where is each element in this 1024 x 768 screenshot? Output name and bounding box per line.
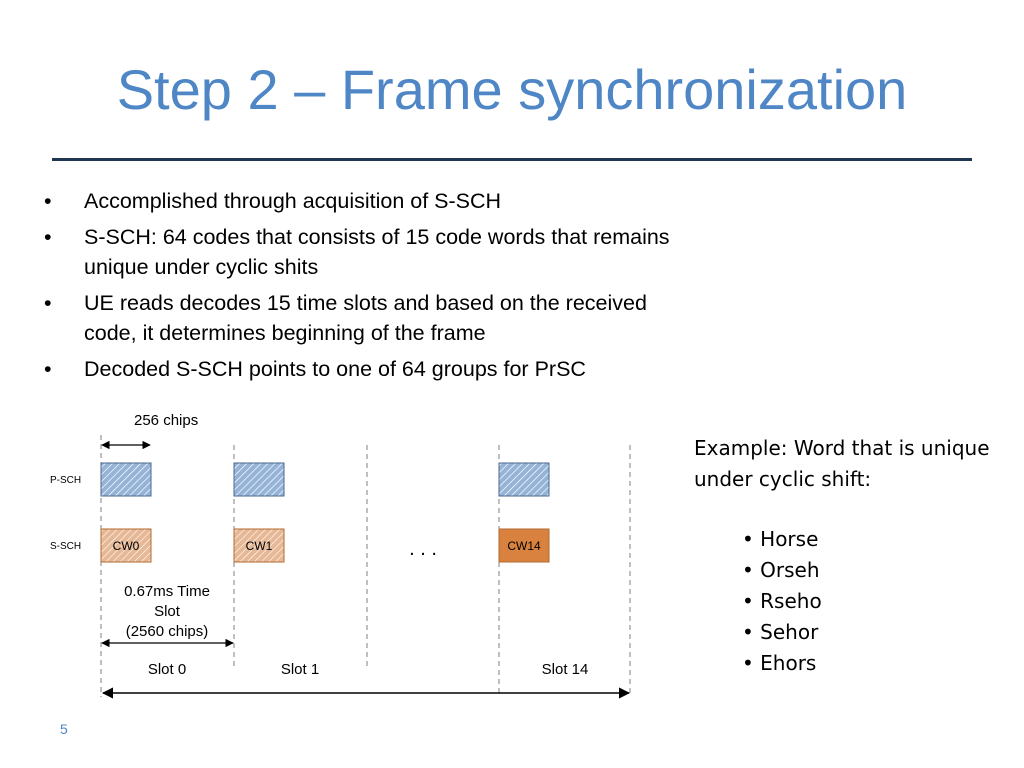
row-label-psch: P-SCH bbox=[50, 475, 81, 486]
page-number: 5 bbox=[60, 721, 68, 737]
ellipsis: . . . bbox=[409, 538, 437, 560]
word-text: Orseh bbox=[760, 558, 820, 582]
word-text: Sehor bbox=[760, 620, 819, 644]
bullet-marker: • bbox=[44, 189, 52, 213]
word-bullet: • bbox=[742, 620, 754, 644]
ssch-block-cw1 bbox=[233, 528, 285, 563]
bullet-item: • S-SCH: 64 codes that consists of 15 cod… bbox=[44, 222, 704, 282]
example-box: Example: Word that is unique under cycli… bbox=[694, 433, 994, 679]
slide-title: Step 2 – Frame synchronization bbox=[116, 58, 908, 121]
bullet-marker: • bbox=[44, 291, 52, 315]
slot-label: Slot 14 bbox=[542, 661, 589, 678]
slot-label: Slot 0 bbox=[148, 661, 186, 678]
codeword-label: CW0 bbox=[113, 539, 140, 553]
word-text: Ehors bbox=[760, 651, 817, 675]
bullet-item: • Decoded S-SCH points to one of 64 group… bbox=[44, 354, 704, 384]
bullet-text: S-SCH: 64 codes that consists of 15 code… bbox=[84, 225, 670, 279]
bullet-item: • UE reads decodes 15 time slots and base… bbox=[44, 288, 704, 348]
example-word: • Ehors bbox=[742, 648, 994, 679]
codeword-label: CW1 bbox=[246, 539, 273, 553]
row-label-ssch: S-SCH bbox=[50, 541, 81, 552]
bullet-item: • Accomplished through acquisition of S-S… bbox=[44, 186, 704, 216]
example-word: • Orseh bbox=[742, 555, 994, 586]
chips-label: 256 chips bbox=[134, 412, 198, 429]
sync-channel-diagram: 256 chips P-SCH S-SCH CW0 CW1 CW14 . . .… bbox=[50, 412, 631, 699]
bullet-list: • Accomplished through acquisition of S-S… bbox=[44, 186, 704, 390]
word-bullet: • bbox=[742, 651, 754, 675]
example-heading: Example: Word that is unique under cycli… bbox=[694, 436, 990, 491]
slot-time-label: Slot bbox=[154, 603, 181, 620]
bullet-text: UE reads decodes 15 time slots and based… bbox=[84, 291, 647, 345]
psch-block bbox=[100, 462, 152, 497]
slot-time-label: 0.67ms Time bbox=[124, 583, 210, 600]
word-bullet: • bbox=[742, 589, 754, 613]
word-text: Horse bbox=[760, 527, 819, 551]
example-word: • Sehor bbox=[742, 617, 994, 648]
codeword-label: CW14 bbox=[507, 539, 541, 553]
bullet-text: Decoded S-SCH points to one of 64 groups… bbox=[84, 357, 586, 381]
slot-label: Slot 1 bbox=[281, 661, 319, 678]
ssch-block-cw14 bbox=[498, 528, 550, 563]
bullet-marker: • bbox=[44, 357, 52, 381]
example-word: • Rseho bbox=[742, 586, 994, 617]
slot-time-label: (2560 chips) bbox=[126, 623, 209, 640]
example-word: • Horse bbox=[742, 524, 994, 555]
example-word-list: • Horse • Orseh • Rseho • Sehor • Ehors bbox=[742, 524, 994, 679]
bullet-marker: • bbox=[44, 225, 52, 249]
psch-block bbox=[498, 462, 550, 497]
title-divider bbox=[52, 158, 972, 161]
word-bullet: • bbox=[742, 527, 754, 551]
word-text: Rseho bbox=[760, 589, 822, 613]
word-bullet: • bbox=[742, 558, 754, 582]
bullet-text: Accomplished through acquisition of S-SC… bbox=[84, 189, 502, 213]
ssch-block-cw0 bbox=[100, 528, 152, 563]
psch-block bbox=[233, 462, 285, 497]
